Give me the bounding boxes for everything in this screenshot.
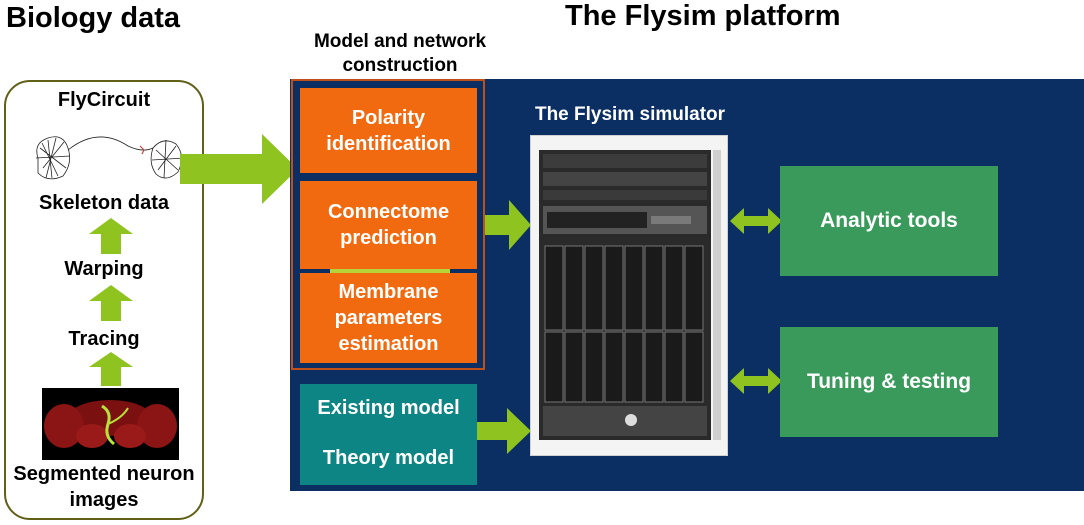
analytic-tools-label: Analytic tools	[820, 209, 958, 232]
flysim-platform-title: The Flysim platform	[565, 0, 841, 32]
model-construction-title: Model and network construction	[313, 31, 487, 76]
tracing-label: Tracing	[68, 328, 140, 350]
polarity-identification-label: Polarity identification	[326, 106, 451, 155]
divider-line	[330, 269, 450, 273]
flysim-simulator-label: The Flysim simulator	[534, 104, 726, 125]
connectome-prediction-box: Connectome prediction	[300, 181, 477, 269]
double-arrow-icon	[730, 208, 782, 234]
flycircuit-title: FlyCircuit	[57, 89, 151, 111]
right-arrow-icon	[485, 200, 531, 250]
right-arrow-icon	[477, 408, 531, 454]
analytic-tools-box: Analytic tools	[780, 166, 998, 276]
model-construction-frame	[291, 79, 485, 370]
biology-data-title: Biology data	[6, 2, 181, 34]
skeleton-neuron-image	[35, 136, 185, 180]
membrane-parameters-label: Membrane parameters estimation	[334, 281, 443, 355]
warping-label: Warping	[64, 258, 144, 280]
connectome-prediction-label: Connectome prediction	[327, 201, 450, 249]
segmented-neuron-label: Segmented neuron images	[13, 463, 195, 511]
up-arrow-icon	[89, 352, 133, 386]
up-arrow-icon	[89, 218, 133, 254]
up-arrow-icon	[89, 285, 133, 321]
polarity-identification-box: Polarity identification	[300, 88, 477, 173]
right-arrow-icon	[180, 134, 298, 204]
double-arrow-icon	[730, 368, 782, 394]
models-box: Existing model Theory model	[300, 384, 477, 485]
skeleton-data-label: Skeleton data	[38, 192, 170, 214]
segmented-neuron-image	[42, 388, 179, 460]
tuning-testing-box: Tuning & testing	[780, 327, 998, 437]
membrane-parameters-box: Membrane parameters estimation	[300, 273, 477, 363]
server-rack-image	[530, 135, 728, 456]
existing-model-label: Existing model	[317, 397, 460, 419]
theory-model-label: Theory model	[322, 447, 455, 469]
tuning-testing-label: Tuning & testing	[806, 370, 972, 393]
